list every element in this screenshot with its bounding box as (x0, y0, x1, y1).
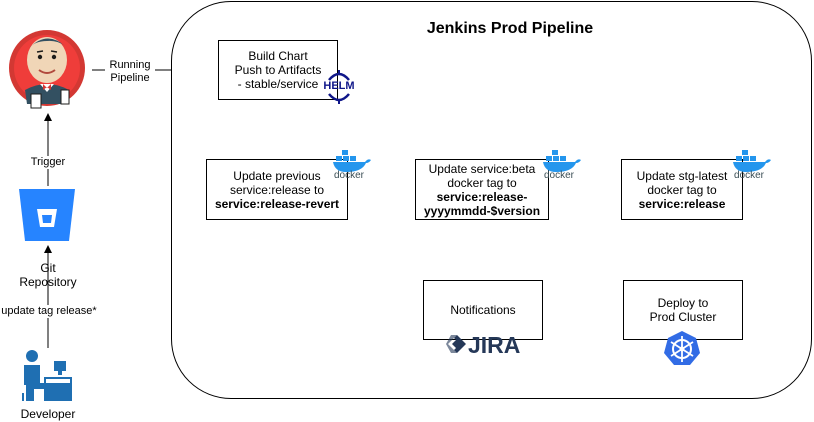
docker-icon: docker (332, 150, 372, 184)
build-chart-box: Build Chart Push to Artifacts - stable/s… (218, 40, 338, 100)
jenkins-icon (9, 30, 85, 109)
update-previous-box: Update previous service:release to servi… (206, 159, 348, 220)
update-stg-box: Update stg-latest docker tag to service:… (621, 159, 743, 220)
pipeline-title: Jenkins Prod Pipeline (426, 20, 594, 37)
running-pipeline-label: Running Pipeline (105, 59, 155, 85)
developer-label: Developer (20, 407, 76, 421)
jira-wordmark: JIRA (468, 332, 521, 358)
helm-icon: HELM (318, 70, 360, 104)
developer-icon (22, 350, 72, 401)
trigger-label: Trigger (25, 156, 71, 169)
docker-wordmark: docker (734, 170, 765, 181)
docker-icon: docker (542, 150, 582, 184)
helm-wordmark: HELM (323, 80, 355, 92)
docker-wordmark: docker (334, 170, 365, 181)
docker-wordmark: docker (544, 170, 575, 181)
kubernetes-icon (664, 331, 700, 365)
jira-icon: JIRA (446, 332, 522, 358)
bitbucket-icon (19, 189, 75, 241)
docker-icon: docker (732, 150, 772, 184)
git-repository-label: Git Repository (19, 261, 77, 289)
update-tag-label: update tag release* (0, 305, 98, 318)
deploy-box: Deploy to Prod Cluster (623, 280, 743, 340)
update-beta-box: Update service:beta docker tag to servic… (415, 159, 549, 220)
notifications-box: Notifications (423, 280, 543, 340)
